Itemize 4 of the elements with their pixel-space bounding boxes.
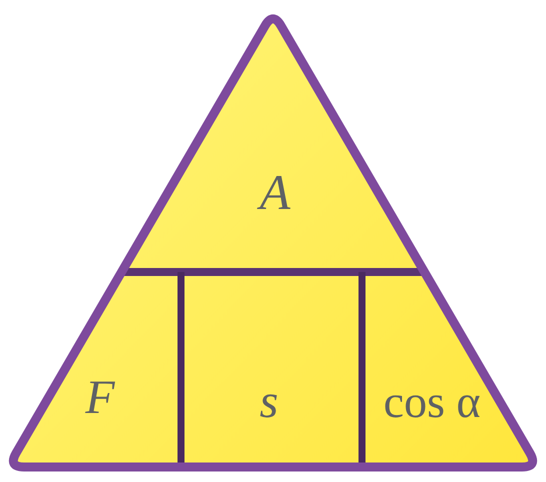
variable-label: cos α <box>384 379 480 425</box>
variable-label: s <box>260 378 278 426</box>
variable-label: A <box>260 167 290 217</box>
variable-label: F <box>85 374 115 422</box>
